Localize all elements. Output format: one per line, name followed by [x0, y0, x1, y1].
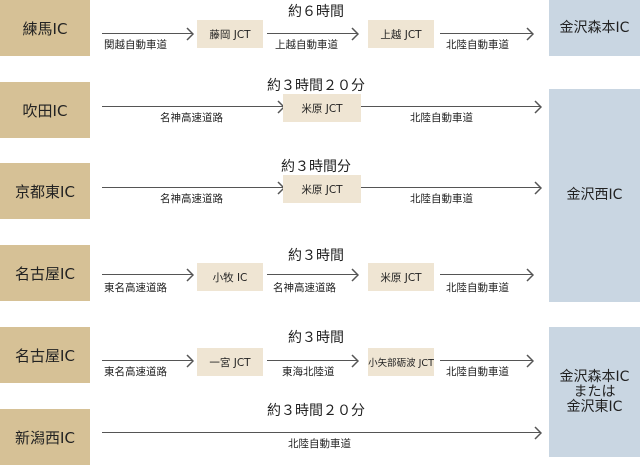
arrow	[267, 354, 359, 368]
destination-kanazawa-morimoto-or-higashi: 金沢森本IC または 金沢東IC	[549, 327, 640, 457]
arrow-head-icon	[351, 268, 359, 282]
arrow-head-icon	[351, 354, 359, 368]
origin-label: 新潟西IC	[15, 428, 75, 447]
origin-kyoto-higashi-ic: 京都東IC	[0, 163, 90, 219]
road-label: 北陸自動車道	[410, 193, 473, 205]
arrow	[102, 27, 194, 41]
arrow	[440, 354, 534, 368]
arrow-head-icon	[534, 100, 542, 114]
arrow-head-icon	[351, 27, 359, 41]
origin-niigata-nishi-ic: 新潟西IC	[0, 409, 90, 465]
arrow-head-icon	[186, 268, 194, 282]
road-label: 関越自動車道	[104, 39, 167, 51]
road-label: 北陸自動車道	[446, 39, 509, 51]
origin-suita-ic: 吹田IC	[0, 82, 90, 138]
arrow	[361, 181, 542, 195]
travel-time: 約６時間	[288, 4, 344, 20]
travel-time: 約３時間	[288, 330, 344, 346]
arrow-head-icon	[526, 268, 534, 282]
road-label: 北陸自動車道	[446, 282, 509, 294]
origin-nagoya-ic: 名古屋IC	[0, 327, 90, 383]
arrow-head-icon	[534, 426, 542, 440]
arrow-head-icon	[186, 354, 194, 368]
jct-box: 上越 JCT	[368, 20, 434, 48]
arrow	[267, 268, 359, 282]
road-label: 東名高速道路	[104, 366, 167, 378]
jct-box: 小牧 IC	[197, 263, 263, 291]
destination-label: 金沢森本IC	[559, 368, 630, 385]
jct-box: 米原 JCT	[283, 175, 361, 203]
travel-time: 約３時間	[288, 248, 344, 264]
arrow-head-icon	[526, 354, 534, 368]
destination-label: または	[573, 383, 616, 400]
road-label: 東海北陸道	[282, 366, 335, 378]
arrow-head-icon	[186, 27, 194, 41]
arrow-head-icon	[534, 181, 542, 195]
road-label: 北陸自動車道	[288, 438, 351, 450]
destination-kanazawa-morimoto: 金沢森本IC	[549, 0, 640, 56]
jct-box: 藤岡 JCT	[197, 20, 263, 48]
destination-label: 金沢東IC	[566, 398, 623, 415]
travel-time: 約３時間２０分	[267, 78, 365, 94]
arrow	[102, 268, 194, 282]
arrow-head-icon	[526, 27, 534, 41]
jct-box: 米原 JCT	[368, 263, 434, 291]
arrow	[361, 100, 542, 114]
origin-label: 名古屋IC	[15, 264, 75, 283]
jct-box: 小矢部砺波 JCT	[368, 348, 434, 376]
arrow	[102, 354, 194, 368]
origin-nagoya-ic: 名古屋IC	[0, 245, 90, 301]
arrow	[267, 27, 359, 41]
origin-label: 京都東IC	[15, 182, 75, 201]
travel-time: 約３時間２０分	[267, 403, 365, 419]
destination-label: 金沢森本IC	[559, 19, 630, 36]
arrow	[102, 100, 285, 114]
origin-nerima-ic: 練馬IC	[0, 0, 90, 56]
arrow	[440, 268, 534, 282]
arrow	[102, 426, 542, 440]
road-label: 上越自動車道	[275, 39, 338, 51]
road-label: 名神高速道路	[160, 112, 223, 124]
road-label: 北陸自動車道	[446, 366, 509, 378]
jct-box: 一宮 JCT	[197, 348, 263, 376]
road-label: 名神高速道路	[160, 193, 223, 205]
jct-box: 米原 JCT	[283, 94, 361, 122]
arrow	[440, 27, 534, 41]
travel-time: 約３時間分	[281, 159, 351, 175]
road-label: 東名高速道路	[104, 282, 167, 294]
origin-label: 吹田IC	[22, 101, 68, 120]
origin-label: 名古屋IC	[15, 346, 75, 365]
arrow	[102, 181, 285, 195]
road-label: 名神高速道路	[273, 282, 336, 294]
destination-label: 金沢西IC	[566, 187, 623, 203]
road-label: 北陸自動車道	[410, 112, 473, 124]
origin-label: 練馬IC	[22, 19, 68, 38]
destination-kanazawa-nishi: 金沢西IC	[549, 89, 640, 302]
